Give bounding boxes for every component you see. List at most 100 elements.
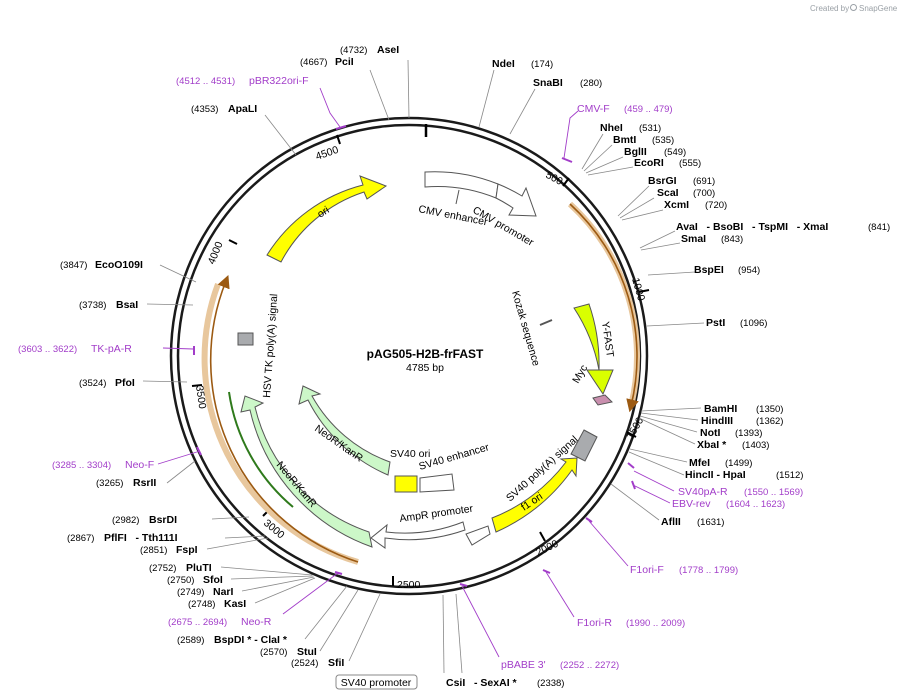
sv40pa-r-label[interactable]: SV40pA-R (678, 486, 728, 498)
kasi-label[interactable]: KasI (224, 598, 246, 610)
tick-2000: 2000 (534, 538, 560, 559)
bspdi-pos: (2589) (177, 635, 204, 646)
ndei-pos: (174) (531, 59, 553, 70)
sv40-polya-feature[interactable] (570, 429, 598, 462)
primer-leaders (157, 87, 675, 658)
scai-label[interactable]: ScaI (657, 187, 679, 199)
pfoi-label[interactable]: PfoI (115, 377, 135, 389)
snapgene-logo-icon (850, 4, 857, 11)
eco0109i-label[interactable]: EcoO109I (95, 259, 143, 271)
pbabe3-label[interactable]: pBABE 3' (501, 659, 546, 671)
bglii-label[interactable]: BglII (624, 146, 647, 158)
y-fast-label: Y-FAST (599, 321, 616, 359)
asei-pos: (4732) (340, 45, 367, 56)
sv40-ori-feature[interactable] (394, 475, 418, 493)
ampr-promoter-feature[interactable] (370, 521, 466, 549)
plasmid-name: pAG505-H2B-frFAST (367, 347, 484, 361)
cmv-enhancer-feature[interactable] (424, 171, 499, 199)
fspi-label[interactable]: FspI (176, 544, 198, 556)
bsrgi-label[interactable]: BsrGI (648, 175, 677, 187)
fspi-pos: (2851) (140, 545, 167, 556)
ori-feature[interactable] (266, 175, 388, 263)
pflfi-pos: (2867) (67, 533, 94, 544)
aflii-label[interactable]: AflII (661, 516, 681, 528)
sv40-promoter-box[interactable] (335, 674, 418, 690)
apali-label[interactable]: ApaLI (228, 103, 257, 115)
neor-kanr-feature-1[interactable] (298, 385, 391, 476)
y-fast-feature[interactable] (573, 303, 614, 396)
bsai-pos: (3738) (79, 300, 106, 311)
bsrdi-label[interactable]: BsrDI (149, 514, 177, 526)
bmti-label[interactable]: BmtI (613, 134, 636, 146)
hsv-tk-label: HSV TK poly(A) signal (261, 293, 280, 398)
ecori-label[interactable]: EcoRI (634, 157, 664, 169)
sfii-pos: (2524) (291, 658, 318, 669)
tk-pa-r-label[interactable]: TK-pA-R (91, 343, 132, 355)
hincii-label[interactable]: HincII - HpaI (685, 469, 746, 481)
aflii-pos: (1631) (697, 517, 724, 528)
cmv-f-label[interactable]: CMV-F (577, 103, 610, 115)
pbr322ori-f-label[interactable]: pBR322ori-F (249, 75, 309, 87)
kozak-label: Kozak sequence (509, 290, 542, 368)
kozak-feature[interactable] (539, 319, 553, 326)
f1ori-r-pos: (1990 .. 2009) (626, 618, 685, 629)
orf-arc-neo[interactable] (201, 282, 359, 565)
f1ori-r-label[interactable]: F1ori-R (577, 617, 612, 629)
bamhi-pos: (1350) (756, 404, 783, 415)
rsrii-label[interactable]: RsrII (133, 477, 156, 489)
xcmi-pos: (720) (705, 200, 727, 211)
bamhi-label[interactable]: BamHI (704, 403, 737, 415)
ndei-label[interactable]: NdeI (492, 58, 515, 70)
sfii-label[interactable]: SfiI (328, 657, 344, 669)
sfoi-label[interactable]: SfoI (203, 574, 223, 586)
psti-label[interactable]: PstI (706, 317, 725, 329)
myc-feature[interactable] (592, 394, 614, 406)
xcmi-label[interactable]: XcmI (664, 199, 689, 211)
neo-f-label[interactable]: Neo-F (125, 459, 154, 471)
mfei-label[interactable]: MfeI (689, 457, 710, 469)
avai-pos: (841) (868, 222, 890, 233)
f1ori-f-pos: (1778 .. 1799) (679, 565, 738, 576)
pfoi-pos: (3524) (79, 378, 106, 389)
noti-pos: (1393) (735, 428, 762, 439)
pflfi-label[interactable]: PflFI - Tth111I (104, 532, 178, 544)
apali-pos: (4353) (191, 104, 218, 115)
xbai-label[interactable]: XbaI * (697, 439, 727, 451)
pluti-label[interactable]: PluTI (186, 562, 212, 574)
smai-label[interactable]: SmaI (681, 233, 706, 245)
bsai-label[interactable]: BsaI (116, 299, 138, 311)
snabi-label[interactable]: SnaBI (533, 77, 563, 89)
bspei-label[interactable]: BspEI (694, 264, 724, 276)
plasmid-length: 4785 bp (406, 362, 444, 374)
stui-label[interactable]: StuI (297, 646, 317, 658)
neo-r-label[interactable]: Neo-R (241, 616, 272, 628)
sv40-promoter-label: SV40 promoter (341, 677, 412, 689)
stui-pos: (2570) (260, 647, 287, 658)
noti-label[interactable]: NotI (700, 427, 720, 439)
pcii-label[interactable]: PciI (335, 56, 354, 68)
bspdi-label[interactable]: BspDI * - ClaI * (214, 634, 288, 646)
tick-2500: 2500 (397, 579, 421, 591)
bsrdi-pos: (2982) (112, 515, 139, 526)
tick-1500: 1500 (624, 415, 646, 441)
neor-kanr-feature-2[interactable] (240, 395, 373, 548)
mfei-pos: (1499) (725, 458, 752, 469)
bspei-pos: (954) (738, 265, 760, 276)
nhei-label[interactable]: NheI (600, 122, 623, 134)
hindiii-label[interactable]: HindIII (701, 415, 733, 427)
avai-label[interactable]: AvaI - BsoBI - TspMI - XmaI (676, 221, 828, 233)
kasi-pos: (2748) (188, 599, 215, 610)
tick-4000: 4000 (206, 240, 226, 266)
cmv-promoter-feature[interactable] (495, 183, 537, 217)
ebv-rev-label[interactable]: EBV-rev (672, 498, 711, 510)
f1ori-f-label[interactable]: F1ori-F (630, 564, 664, 576)
f1-ori-feature[interactable] (491, 457, 578, 533)
sv40-enhancer-feature[interactable] (419, 473, 455, 493)
asei-label[interactable]: AseI (377, 44, 399, 56)
hsv-tk-polya-feature[interactable] (237, 332, 254, 346)
tick-marks (191, 134, 650, 586)
nari-label[interactable]: NarI (213, 586, 234, 598)
psti-pos: (1096) (740, 318, 767, 329)
tick-4500: 4500 (314, 144, 340, 163)
csii-label[interactable]: CsiI - SexAI * (446, 677, 518, 689)
